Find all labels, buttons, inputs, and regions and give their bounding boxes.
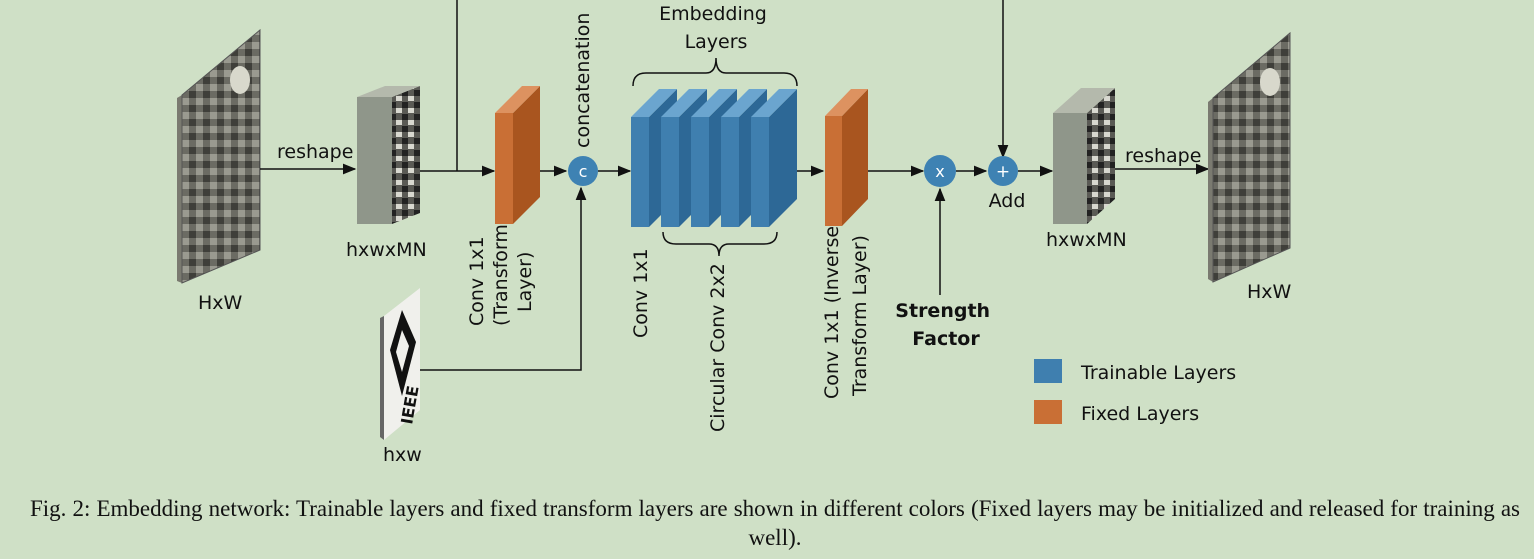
- strength-factor-line-2: Factor: [912, 328, 980, 350]
- multiply-operator: [924, 155, 956, 187]
- embedding-layers-label: Embedding Layers: [659, 3, 773, 53]
- conv-inverse-line-2: Transform Layer): [849, 235, 871, 397]
- conv-inverse-label: Conv 1x1 (Inverse Transform Layer): [821, 220, 871, 399]
- embedding-layers-brace: [632, 57, 798, 87]
- strength-factor-line-1: Strength: [895, 300, 990, 322]
- legend-swatch-trainable: [1034, 359, 1062, 383]
- inverse-transform-layer-block: [825, 89, 868, 226]
- reshaped-block-left: [357, 86, 420, 224]
- strength-factor-label: Strength Factor: [895, 300, 996, 350]
- conv-1x1-label: Conv 1x1: [630, 248, 652, 338]
- conv-inverse-line-1: Conv 1x1 (Inverse: [821, 226, 843, 399]
- embedding-layers-line-2: Layers: [685, 31, 748, 53]
- conv-transform-line-3: Layer): [514, 252, 536, 312]
- concatenation-label: concatenation: [572, 13, 594, 148]
- embedding-layers-line-1: Embedding: [659, 3, 767, 25]
- legend: Trainable Layers Fixed Layers: [1034, 359, 1236, 425]
- conv-transform-line-2: (Transform: [490, 224, 512, 326]
- reshaped-block-right: [1053, 88, 1115, 224]
- input-size-label: HxW: [198, 292, 243, 314]
- reshaped-size-label-left: hxwxMN: [346, 239, 427, 261]
- conv-transform-label: Conv 1x1 (Transform Layer): [466, 218, 536, 326]
- embedding-layer-5: [751, 89, 797, 227]
- figure-caption: Fig. 2: Embedding network: Trainable lay…: [30, 496, 1520, 550]
- add-symbol: +: [996, 162, 1010, 182]
- legend-label-fixed: Fixed Layers: [1081, 403, 1199, 425]
- add-operator: [988, 156, 1018, 186]
- legend-swatch-fixed: [1034, 400, 1062, 424]
- embedding-network-diagram: HxW reshape hxwxMN Conv 1x1 (Transform L…: [177, 0, 1292, 466]
- watermark-size-label: hxw: [383, 444, 422, 466]
- reshape-label-left: reshape: [277, 141, 353, 163]
- transform-layer-block: [495, 86, 540, 224]
- multiply-symbol: x: [935, 162, 944, 181]
- concat-symbol: c: [579, 162, 588, 181]
- embedding-layer-stack: [631, 89, 797, 227]
- reshape-label-right: reshape: [1125, 145, 1201, 167]
- conv-transform-line-1: Conv 1x1: [466, 236, 488, 326]
- legend-label-trainable: Trainable Layers: [1080, 362, 1236, 384]
- add-label: Add: [989, 190, 1026, 212]
- reshaped-size-label-right: hxwxMN: [1046, 229, 1127, 251]
- concat-operator: [568, 156, 598, 186]
- input-image: [177, 28, 261, 284]
- circular-conv-label: Circular Conv 2x2: [707, 263, 729, 432]
- watermark-arrow: [420, 186, 587, 371]
- output-size-label: HxW: [1247, 281, 1292, 303]
- output-image: [1208, 31, 1291, 283]
- watermark-image: [380, 288, 420, 440]
- circular-conv-brace: [662, 231, 778, 257]
